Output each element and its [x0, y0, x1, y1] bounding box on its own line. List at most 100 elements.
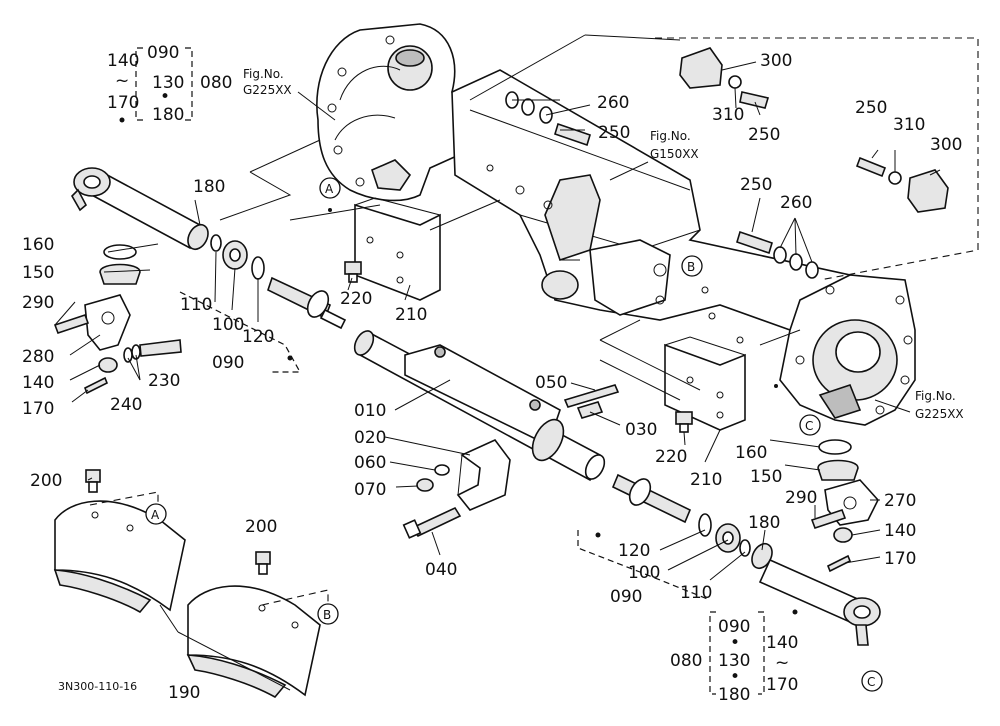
fig-ref-right-line1: Fig.No.: [915, 389, 956, 403]
callout-b-bottom: B: [317, 603, 339, 625]
label-170-r: 170: [884, 549, 916, 569]
label-250-box-right: 250: [855, 98, 887, 118]
label-250-box-top: 250: [748, 125, 780, 145]
bolt-230: [139, 339, 182, 357]
fig-ref-center-line2: G150XX: [650, 147, 699, 161]
washer-310-right: [888, 171, 902, 185]
label-100-r: 100: [628, 563, 660, 583]
weight-300-right: [907, 169, 949, 213]
label-100-l: 100: [212, 315, 244, 335]
grease-fitting-220-left: [344, 261, 362, 283]
group-bracket-090-right: [577, 530, 711, 601]
svg-text:B: B: [687, 260, 695, 274]
pin-030: [576, 401, 604, 419]
fig-ref-left-line1: Fig.No.: [243, 67, 284, 81]
seal-150-left: [99, 263, 141, 285]
label-210-l: 210: [395, 305, 427, 325]
label-140-l: 140: [22, 373, 54, 393]
label-010: 010: [354, 401, 386, 421]
optional-weight-box: [655, 37, 979, 281]
label-140-tl: 140: [107, 51, 139, 71]
part-labels: 140 ~ 170 090 130 • 180 080 Fig.No. G225…: [22, 43, 964, 705]
label-090-l: 090: [212, 353, 244, 373]
label-020: 020: [354, 428, 386, 448]
label-170-tl: 170: [107, 93, 139, 113]
washers-240: [123, 344, 141, 363]
fig-ref-left-line2: G225XX: [243, 83, 292, 97]
callout-b-top: B: [681, 255, 703, 277]
label-300-top: 300: [760, 51, 792, 71]
fig-ref-right-line2: G225XX: [915, 407, 964, 421]
label-310-top: 310: [712, 105, 744, 125]
inner-rod-right: [611, 473, 692, 524]
label-250-top: 250: [598, 123, 630, 143]
label-250-right: 250: [740, 175, 772, 195]
label-140-br: 140: [766, 633, 798, 653]
label-120-r: 120: [618, 541, 650, 561]
knuckle-arm-280: [84, 294, 131, 351]
washer-110-right: [739, 539, 751, 557]
cover-190-right: [186, 585, 321, 699]
label-240: 240: [110, 395, 142, 415]
label-050: 050: [535, 373, 567, 393]
ring-160-right: [818, 439, 852, 455]
bracket-210-left: [354, 197, 441, 301]
label-180-tl: 180: [152, 105, 184, 125]
label-tilde-tl: ~: [115, 71, 129, 91]
spec-brace-bottom-right: [709, 611, 765, 695]
label-130-tl: 130: [152, 73, 184, 93]
label-090-r: 090: [610, 587, 642, 607]
center-axle-beam: [451, 69, 862, 344]
callout-a-bottom: A: [145, 503, 167, 525]
clamp-020: [456, 439, 511, 511]
label-160-l: 160: [22, 235, 54, 255]
svg-text:A: A: [325, 182, 334, 196]
bolt-290-left: [53, 313, 90, 335]
bolt-200-right: [255, 551, 271, 575]
label-160-r: 160: [735, 443, 767, 463]
label-260-top: 260: [597, 93, 629, 113]
label-280: 280: [22, 347, 54, 367]
label-080-br: 080: [670, 651, 702, 671]
label-040: 040: [425, 560, 457, 580]
label-080-tl: 080: [200, 73, 232, 93]
inner-rod-left: [267, 276, 347, 330]
steering-cylinder-010: [353, 330, 606, 482]
label-220-r: 220: [655, 447, 687, 467]
callout-c-top: C: [799, 414, 821, 436]
spec-brace-top-left: [135, 47, 193, 121]
label-300-right: 300: [930, 135, 962, 155]
bushing-100-right: [715, 523, 741, 553]
svg-text:C: C: [867, 675, 875, 689]
callout-c-bottom: C: [861, 670, 883, 692]
washer-310-top: [728, 75, 742, 89]
tie-rod-end-left: [71, 167, 209, 251]
figure-code: 3N300-110-16: [58, 680, 137, 693]
label-090-br: 090: [718, 617, 750, 637]
right-axle-housing: [779, 274, 916, 426]
label-110-r: 110: [680, 583, 712, 603]
svg-text:A: A: [151, 508, 160, 522]
label-310-right: 310: [893, 115, 925, 135]
nut-140-left: [98, 357, 118, 373]
bolt-250-right: [736, 230, 773, 255]
group-bracket-090-left: [179, 291, 302, 373]
fig-ref-center-line1: Fig.No.: [650, 129, 691, 143]
left-axle-housing: [316, 23, 471, 202]
callout-a-top: A: [319, 177, 341, 199]
washers-260-right: [773, 246, 819, 279]
label-220-l: 220: [340, 289, 372, 309]
ring-120-right: [698, 513, 712, 537]
washer-060: [434, 464, 450, 476]
bolt-250-box-right: [855, 156, 887, 178]
label-290-r: 290: [785, 488, 817, 508]
label-060: 060: [354, 453, 386, 473]
label-230: 230: [148, 371, 180, 391]
label-090-tl: 090: [147, 43, 179, 63]
label-180-br: 180: [718, 685, 750, 705]
label-170-l: 170: [22, 399, 54, 419]
bracket-210-right: [664, 336, 746, 431]
label-210-r: 210: [690, 470, 722, 490]
label-180-l: 180: [193, 177, 225, 197]
